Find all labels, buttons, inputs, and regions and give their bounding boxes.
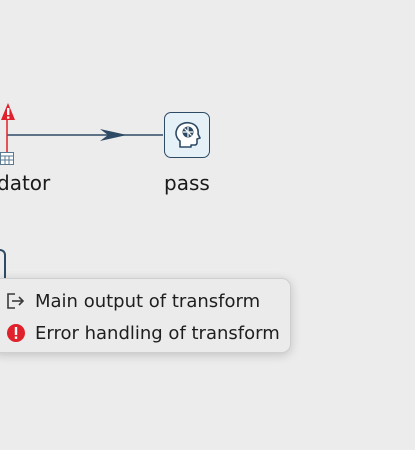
warning-icon	[1, 103, 15, 120]
menu-item-main-output[interactable]: Main output of transform	[5, 287, 290, 315]
output-arrow-icon	[5, 290, 27, 312]
menu-item-error-handling[interactable]: Error handling of transform	[5, 319, 290, 347]
head-brain-icon	[175, 121, 201, 148]
partial-step[interactable]	[0, 249, 6, 279]
table-icon	[0, 152, 14, 165]
error-icon	[5, 322, 27, 344]
hop-type-popup-menu: Main output of transform Error handling …	[0, 278, 291, 353]
pass-step-label: pass	[164, 171, 210, 195]
pass-step[interactable]	[164, 112, 210, 158]
validator-step-label: dator	[0, 171, 51, 195]
hop-arrow-icon	[100, 129, 127, 141]
menu-item-label: Error handling of transform	[35, 322, 280, 344]
menu-item-label: Main output of transform	[35, 290, 261, 312]
